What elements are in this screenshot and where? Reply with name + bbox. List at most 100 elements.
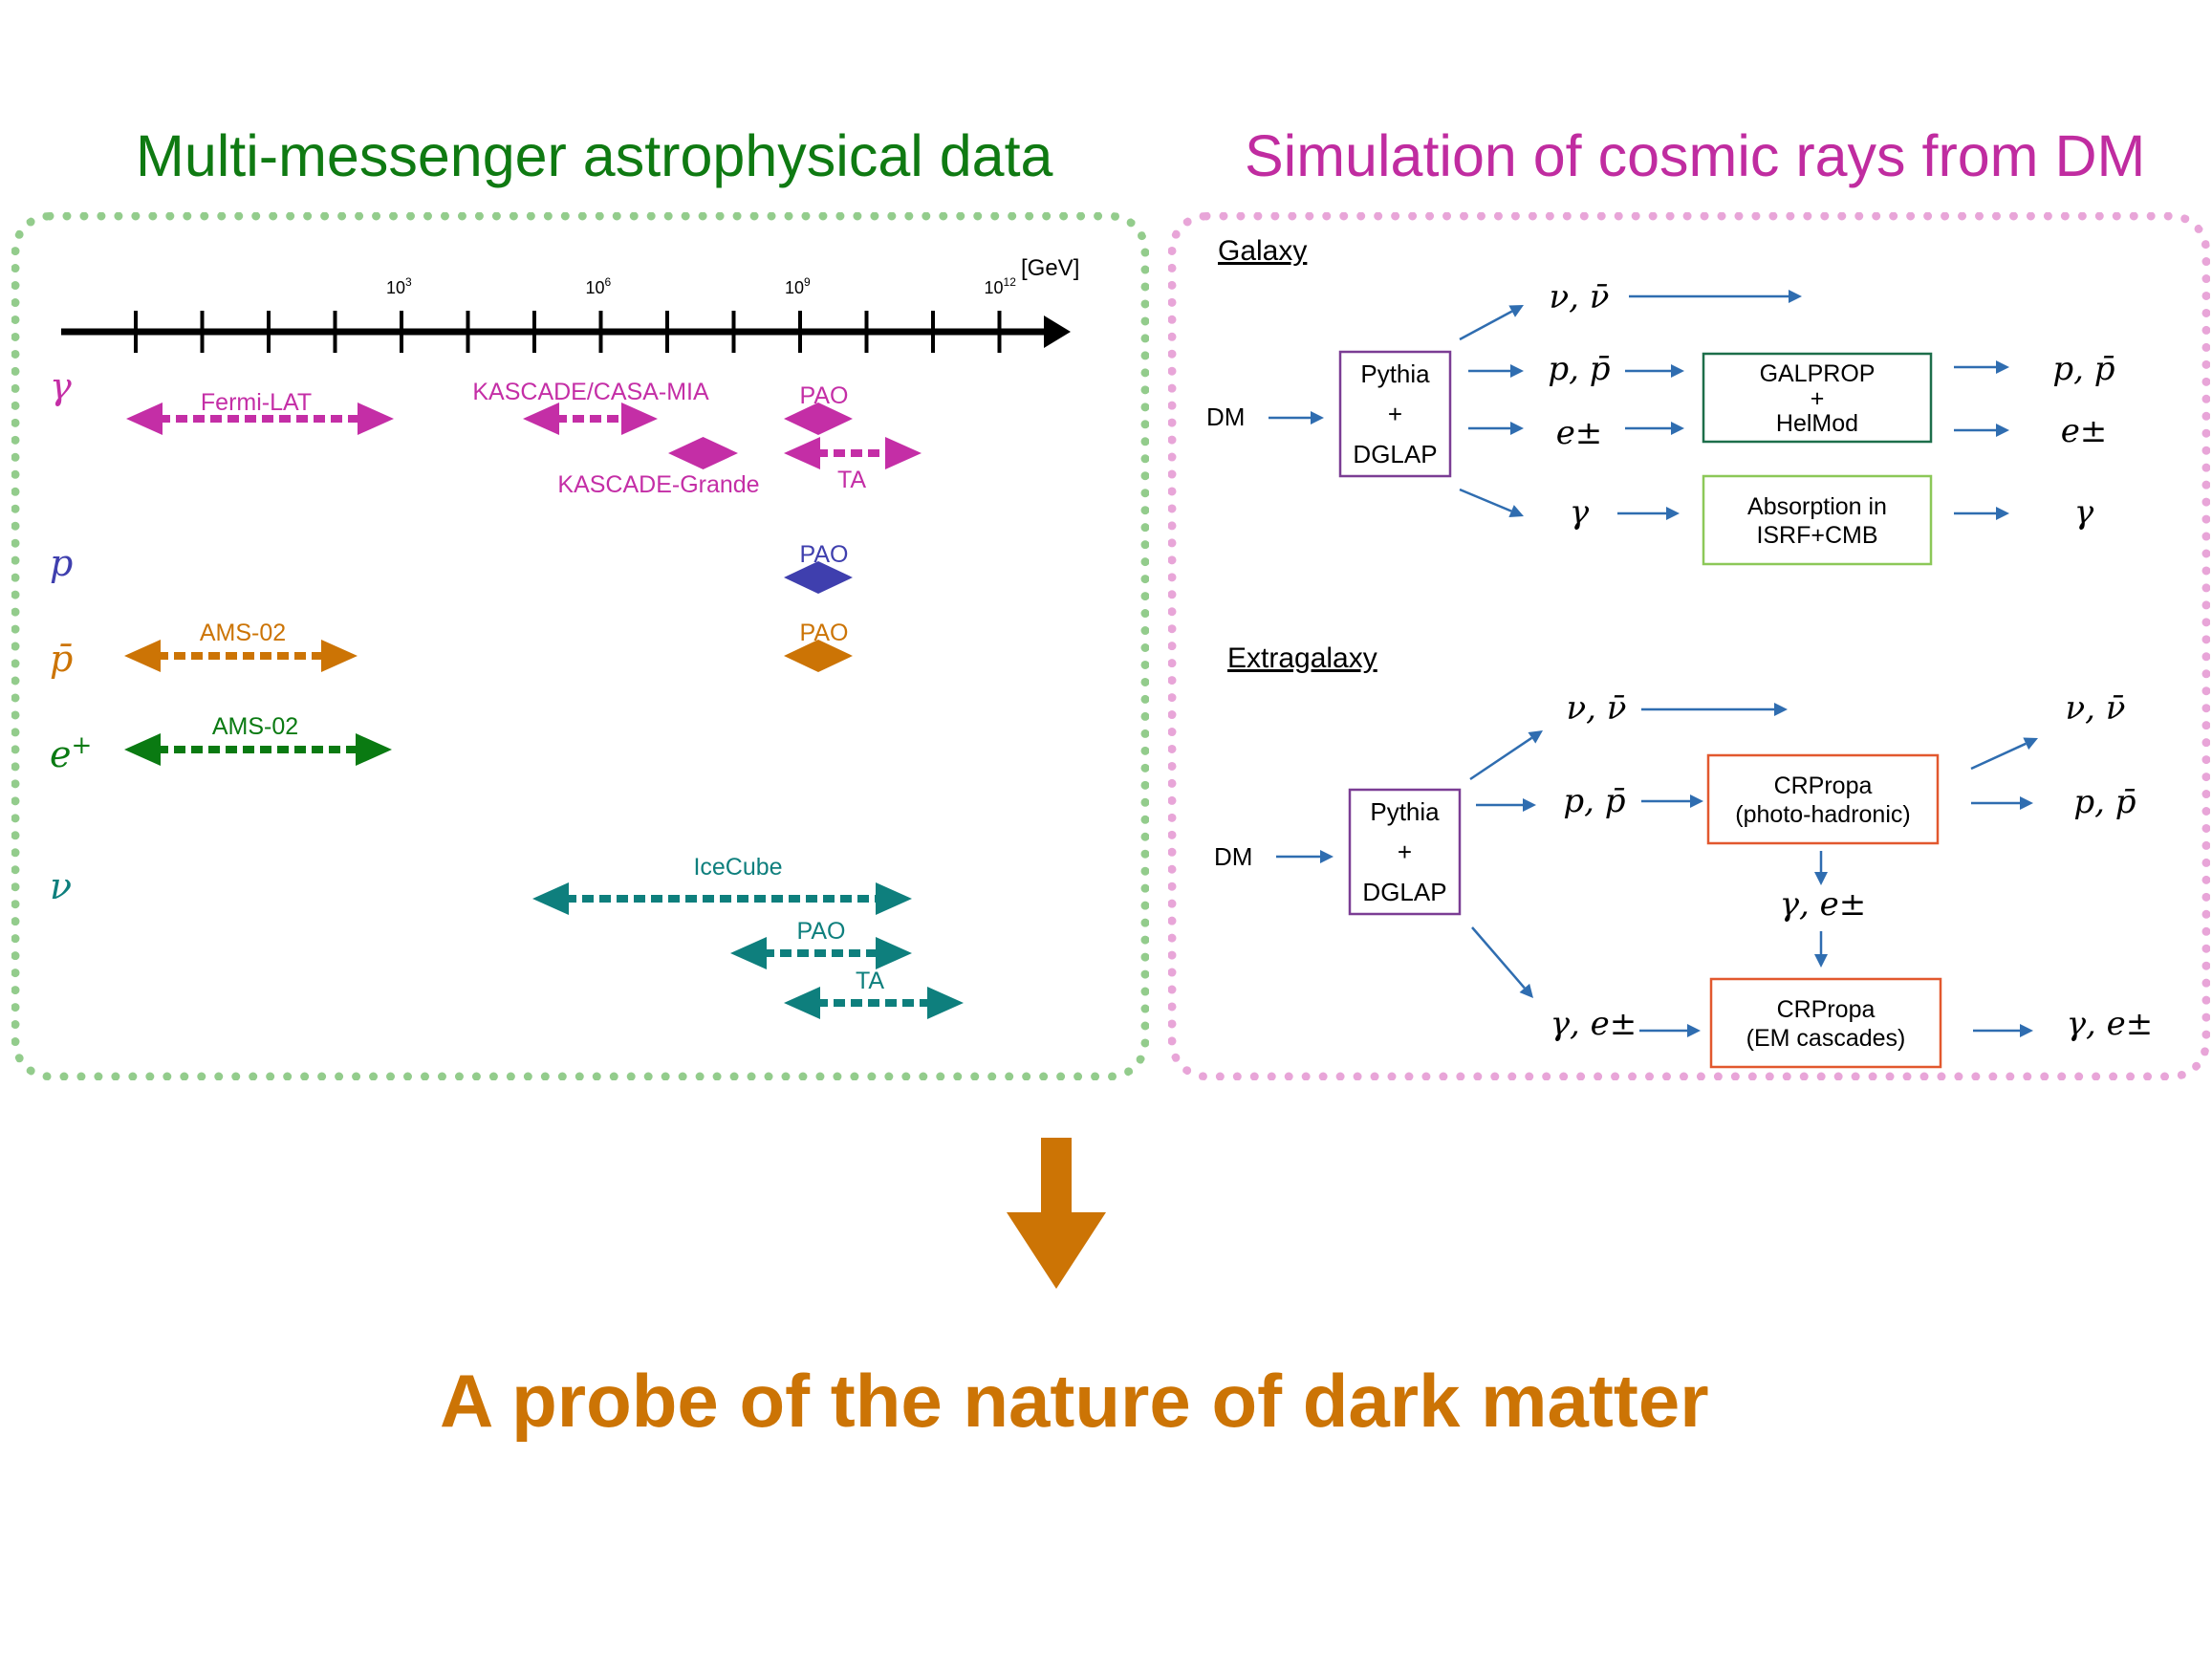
range-label: KASCADE/CASA-MIA — [472, 379, 709, 405]
range-arrow — [668, 437, 738, 469]
range-label: AMS-02 — [212, 713, 298, 740]
flow-arrow-head — [2020, 796, 2033, 810]
flow-arrow-head — [1996, 424, 2009, 437]
flow-arrow-head — [1510, 364, 1524, 378]
extragalaxy-arrow — [1476, 798, 1536, 812]
range-arrow — [523, 403, 658, 435]
range-arrow-left-head — [730, 937, 767, 969]
extragalaxy-dm-arrow — [1276, 850, 1334, 863]
absorption-box-text: ISRF+CMB — [1756, 522, 1877, 549]
galaxy-arrow — [1954, 424, 2009, 437]
conclusion-text: A probe of the nature of dark matter — [440, 1359, 1709, 1443]
crpropa-em-box-text: CRPropa — [1777, 996, 1876, 1023]
flow-arrow-head — [1774, 703, 1788, 716]
galaxy-arrow — [1459, 488, 1524, 518]
range-label: TA — [837, 467, 866, 493]
range-arrow — [784, 561, 853, 594]
range-arrow — [784, 437, 922, 469]
flow-arrow-shaft — [1459, 488, 1512, 512]
extragalaxy-secondary-label: γ, e± — [1780, 885, 1867, 924]
galaxy-heading: Galaxy — [1218, 235, 1307, 267]
extragalaxy-arrow — [1471, 926, 1533, 998]
flow-arrow-head — [1671, 364, 1684, 378]
galaxy-arrow — [1625, 364, 1684, 378]
flow-arrow-head — [1528, 730, 1543, 744]
galprop-box-text: HelMod — [1776, 410, 1858, 437]
range-arrow-right-head — [876, 937, 912, 969]
galaxy-pythia-box — [1338, 350, 1452, 478]
flow-arrow-shaft — [1459, 310, 1513, 341]
extragalaxy-arrow — [1639, 1024, 1701, 1037]
galaxy-particle-label: γ — [1570, 493, 1590, 532]
extragalaxy-arrow — [1973, 1024, 2033, 1037]
axis-tick-label: 103 — [386, 275, 412, 297]
extragalaxy-arrow — [1469, 730, 1543, 781]
range-arrow-right-head — [818, 561, 853, 594]
messenger-label: p — [50, 542, 73, 584]
range-arrow — [730, 937, 912, 969]
extragalaxy-arrow — [1814, 851, 1828, 885]
range-arrow-right-head — [358, 403, 394, 435]
range-arrow-left-head — [784, 561, 818, 594]
extragalaxy-particle-label: γ, e± — [1551, 1005, 1637, 1043]
flow-arrow-head — [1671, 422, 1684, 435]
range-arrow-left-head — [668, 437, 704, 469]
axis-tick-label: 106 — [586, 275, 612, 297]
range-arrow-left-head — [126, 403, 163, 435]
absorption-box — [1702, 474, 1933, 566]
range-label: KASCADE-Grande — [557, 471, 759, 498]
flow-arrow-head — [1510, 422, 1524, 435]
galprop-box — [1702, 352, 1933, 444]
range-arrow — [532, 882, 912, 915]
flow-arrow-head — [1666, 507, 1680, 520]
range-arrow-right-head — [927, 987, 964, 1019]
flow-arrow-head — [2020, 1024, 2033, 1037]
flow-arrow-head — [1519, 983, 1533, 998]
messenger-label: p̄ — [50, 638, 73, 680]
galaxy-output-label: e± — [2061, 412, 2108, 450]
flow-arrow-head — [1996, 360, 2009, 374]
galaxy-dm-arrow — [1269, 411, 1324, 424]
messenger-label: ν — [50, 865, 72, 907]
right-panel-title: Simulation of cosmic rays from DM — [1245, 123, 2146, 188]
range-arrow-right-head — [356, 733, 392, 766]
left-panel — [11, 212, 1149, 1080]
flow-arrow-head — [1523, 798, 1536, 812]
range-label: TA — [856, 968, 884, 994]
flow-arrow-head — [1690, 794, 1703, 808]
flow-arrow-head — [1687, 1024, 1701, 1037]
flow-arrow-head — [1814, 872, 1828, 885]
extragalaxy-output-label: ν, ν̄ — [2066, 689, 2126, 728]
range-arrow — [784, 640, 853, 672]
galprop-box-text: GALPROP — [1760, 360, 1876, 387]
range-arrow — [124, 640, 358, 672]
range-arrow-right-head — [818, 640, 853, 672]
range-arrow-left-head — [784, 640, 818, 672]
flow-arrow-head — [1789, 290, 1802, 303]
range-arrow — [784, 987, 964, 1019]
galaxy-particle-label: e± — [1556, 414, 1603, 452]
flow-arrow-head — [1508, 505, 1524, 518]
extragalaxy-particle-label: ν, ν̄ — [1567, 689, 1627, 728]
absorption-box-text: Absorption in — [1747, 493, 1887, 520]
range-label: AMS-02 — [200, 620, 286, 646]
galaxy-pythia-box-text: DGLAP — [1353, 440, 1437, 468]
extragalaxy-particle-label: p, p̄ — [1563, 782, 1625, 820]
extragalaxy-output-label: γ, e± — [2067, 1005, 2154, 1043]
axis-tick-label: 109 — [785, 275, 811, 297]
extragalaxy-pythia-box-text: Pythia — [1370, 797, 1440, 826]
extragalaxy-pythia-box — [1348, 788, 1462, 916]
axis-unit-label: [GeV] — [1021, 255, 1079, 281]
messenger-label: γ — [50, 365, 72, 407]
crpropa-hadronic-box — [1706, 753, 1940, 845]
flow-arrow-head — [1311, 411, 1324, 424]
left-panel-title: Multi-messenger astrophysical data — [136, 123, 1053, 188]
extragalaxy-arrow — [1641, 794, 1703, 808]
range-label: PAO — [800, 620, 849, 646]
range-arrow-left-head — [784, 403, 818, 435]
range-arrow — [784, 403, 853, 435]
extragalaxy-pythia-box-text: + — [1398, 838, 1412, 866]
range-arrow-left-head — [523, 403, 559, 435]
flow-arrow-head — [1814, 954, 1828, 968]
range-arrow — [126, 403, 394, 435]
